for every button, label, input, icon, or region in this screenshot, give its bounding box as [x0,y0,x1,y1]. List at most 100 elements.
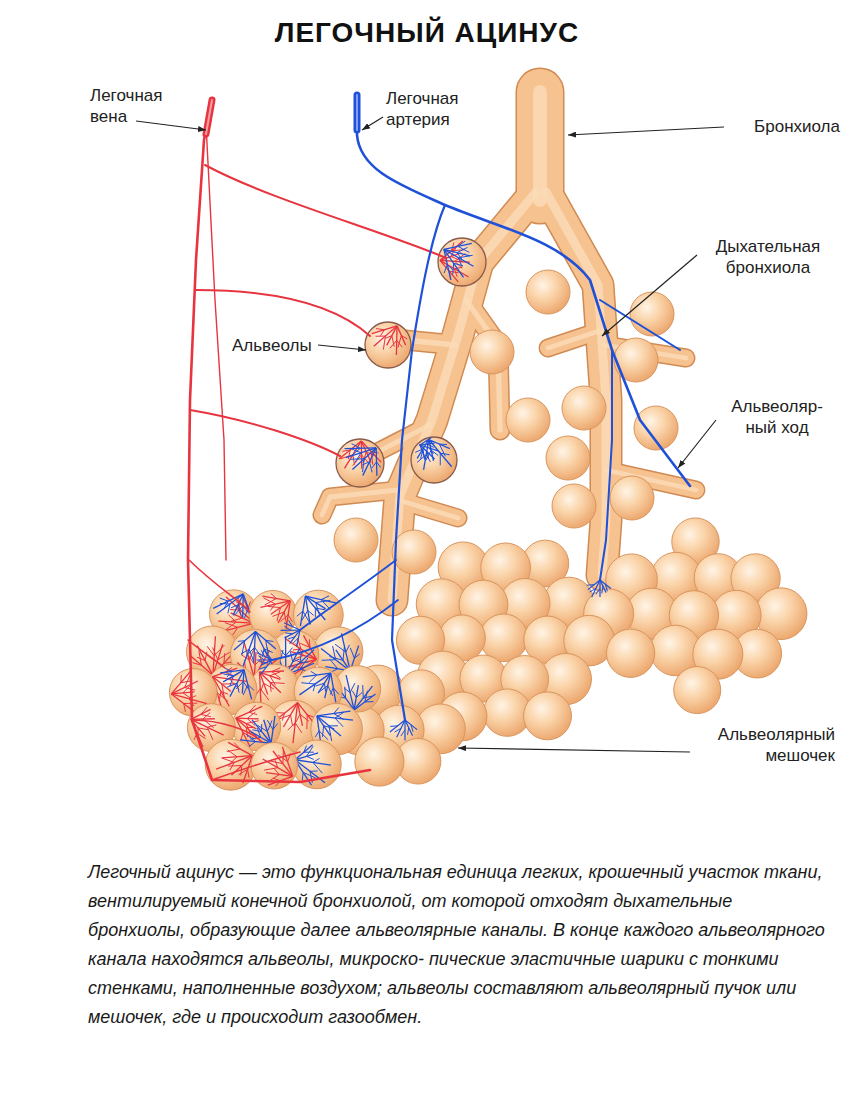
part-label: Бронхиола [728,116,840,137]
capillary [261,650,264,656]
capillary [365,691,368,702]
capillary [227,683,237,687]
capillary [440,453,449,455]
capillary [271,593,276,598]
capillary [266,640,274,641]
bronchiole [398,500,458,518]
capillary [365,701,374,702]
capillary [225,623,238,628]
capillary [295,753,318,760]
alveolus [438,238,486,286]
capillary [297,611,303,616]
bronchial-tree [322,92,696,600]
capillary [217,594,244,614]
capillary [171,672,190,694]
artery-branch [300,560,396,630]
capillary [232,627,237,635]
capillary [353,455,355,465]
capillary [248,769,249,777]
capillary [600,580,606,592]
capillary [302,772,304,780]
alveolus-sphere [630,292,674,336]
capillary [311,671,317,675]
alveolus [552,484,596,528]
alveolus-sphere [470,330,514,374]
capillary [377,462,381,468]
capillary [605,584,607,591]
capillary [313,684,315,691]
capillary [315,608,316,617]
pulmonary-vein-end [206,100,212,134]
capillary [192,663,201,666]
capillary [249,742,255,747]
pulmonary-vein-end [206,100,212,134]
part-label: Альвеолярный мешочек [695,724,835,766]
capillary [324,726,335,729]
alveolus-sphere [480,614,528,662]
vein-branch [196,290,370,336]
capillary [372,326,397,334]
pulmonary-vein [206,124,226,560]
capillary [257,725,267,731]
capillary [354,654,359,658]
vein-branch [189,560,250,612]
capillary [319,731,328,740]
capillary [421,451,423,458]
capillary [224,601,228,609]
alveolus [562,386,606,430]
capillary [429,448,433,454]
capillary [391,725,398,726]
alveolus [630,292,674,336]
capillary [277,608,281,622]
alveolus-sphere [334,518,378,562]
capillary [243,685,248,695]
alveolus [334,518,378,562]
capillary [408,728,409,735]
capillary [334,708,339,714]
capillary [180,675,182,683]
capillary [383,336,385,350]
artery-branch [272,600,398,660]
capillary [220,598,228,601]
alveolus-sphere [205,739,256,790]
capillary [356,692,362,697]
capillary [335,712,344,718]
capillary [306,715,307,729]
vein-branch [192,720,262,742]
alveolus-sphere [355,737,404,786]
capillary [293,659,300,662]
capillary [458,246,469,252]
alveolus-sphere [524,692,572,740]
capillary [229,765,242,767]
capillary [225,668,232,671]
part-label: Легочная артерия [386,88,490,130]
alveolus [336,439,384,487]
capillary [223,653,225,663]
capillary [264,720,271,743]
vessels [188,95,690,782]
capillary [270,682,284,684]
capillary [237,683,239,693]
capillary [267,720,273,729]
capillary [288,723,296,730]
capillary [248,685,254,691]
capillary [401,336,407,339]
capillary [390,720,405,732]
capillary [263,598,275,604]
capillary [587,584,594,585]
capillary [201,707,208,714]
alveolus-sphere [438,238,486,286]
capillary [270,604,275,611]
capillary [227,749,240,752]
capillary [440,453,441,465]
alveolus-sphere [674,667,721,714]
capillary [275,760,278,768]
capillary [207,725,216,727]
alveolus [546,436,590,480]
alveolus [610,476,654,520]
vein-branch [205,165,446,258]
capillary [247,712,255,718]
capillary [458,241,465,246]
capillary [333,688,339,695]
